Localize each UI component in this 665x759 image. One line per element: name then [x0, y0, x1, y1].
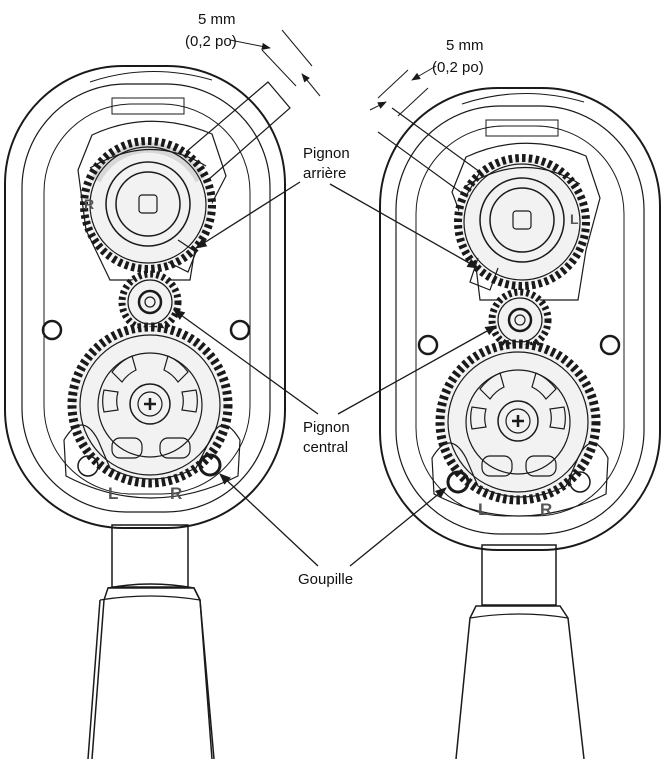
left-dimension: 5 mm (0,2 po) [185, 11, 321, 97]
left-dim-in: (0,2 po) [185, 33, 237, 50]
left-selector-plate: L R [63, 424, 241, 503]
right-pin-icon [446, 470, 470, 494]
right-plate-letter-l: L [478, 500, 488, 519]
right-hole-right [599, 334, 621, 356]
arrow-icon [349, 487, 447, 567]
arrow-icon [219, 473, 319, 567]
right-hole-left [417, 334, 439, 356]
left-plate-letter-l: L [108, 484, 118, 503]
right-screw-icon [497, 400, 539, 442]
arrow-icon [173, 309, 319, 415]
left-pin-icon [198, 453, 222, 477]
center-gear-label-line2: central [303, 439, 348, 456]
right-dim-mm: 5 mm [446, 37, 484, 54]
center-gear-label-line1: Pignon [303, 419, 350, 436]
rear-gear-label-line1: Pignon [303, 145, 350, 162]
left-top-gear-letter: R [84, 196, 94, 212]
pin-callout: Goupille [219, 473, 447, 588]
left-ratchet-unit: R [4, 65, 291, 759]
rear-gear-callout: Pignon arrière [195, 145, 480, 269]
center-gear-callout: Pignon central [173, 309, 498, 456]
left-rear-gear: R [80, 137, 216, 273]
left-screw-icon [129, 383, 171, 425]
right-lower-gear [435, 339, 601, 505]
right-handle [455, 544, 585, 759]
right-rear-gear: L [454, 154, 590, 291]
right-dim-in: (0,2 po) [432, 59, 484, 76]
right-selector-plate: L R [431, 442, 609, 519]
right-ratchet-unit: L [377, 87, 661, 759]
right-dimension: 5 mm (0,2 po) [369, 37, 484, 117]
left-center-pinion [118, 270, 182, 334]
left-handle [87, 524, 215, 759]
right-plate-letter-r: R [540, 500, 552, 519]
arrow-icon [337, 325, 498, 415]
arrow-icon [195, 181, 301, 249]
pin-label: Goupille [298, 571, 353, 588]
arrow-icon [329, 183, 480, 269]
rear-gear-label-line2: arrière [303, 165, 346, 182]
left-hole-left [41, 319, 63, 341]
left-lower-gear [67, 322, 233, 488]
left-housing [4, 65, 286, 529]
left-hole-right [229, 319, 251, 341]
right-top-gear-letter: L [570, 211, 579, 227]
left-dim-mm: 5 mm [198, 11, 236, 28]
left-plate-letter-r: R [170, 484, 182, 503]
